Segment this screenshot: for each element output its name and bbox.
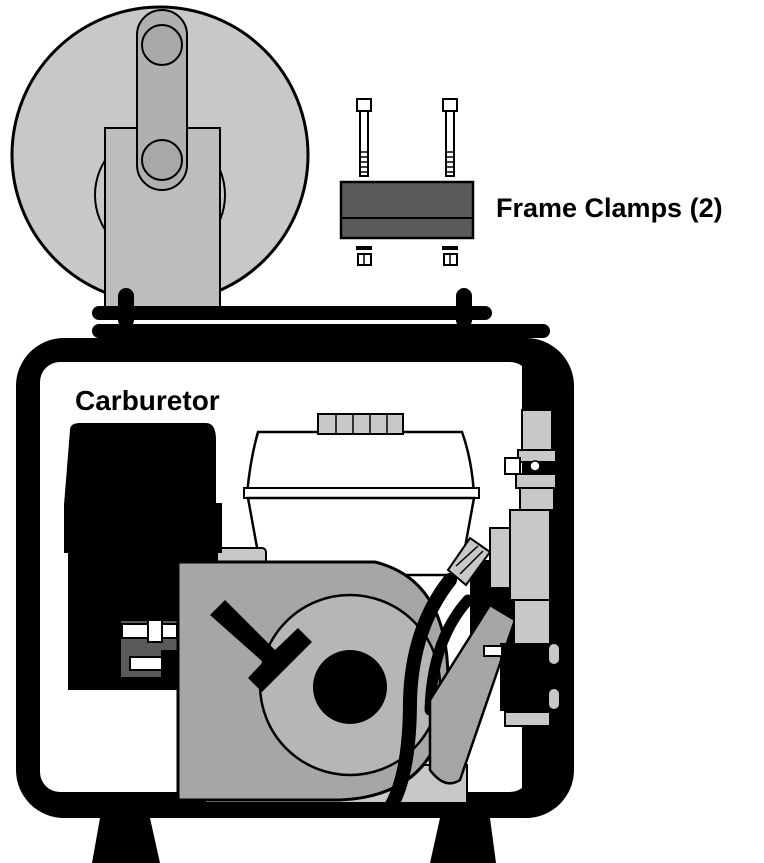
frame-feet	[92, 818, 496, 863]
clamp-nut-right	[442, 246, 458, 266]
clamp-block	[339, 180, 475, 240]
carburetor-label: Carburetor	[75, 385, 220, 416]
frame-clamps-label: Frame Clamps (2)	[496, 193, 723, 223]
clamp-bolt-right	[442, 98, 458, 177]
hose-reel	[10, 5, 310, 311]
fuel-tank	[243, 413, 480, 577]
clamp-bolt-left	[356, 98, 372, 177]
engine	[64, 409, 561, 815]
frame-clamp-parts	[339, 98, 475, 266]
clamp-nut-left	[356, 246, 372, 266]
valve-assembly	[504, 409, 557, 511]
pump	[428, 509, 552, 785]
